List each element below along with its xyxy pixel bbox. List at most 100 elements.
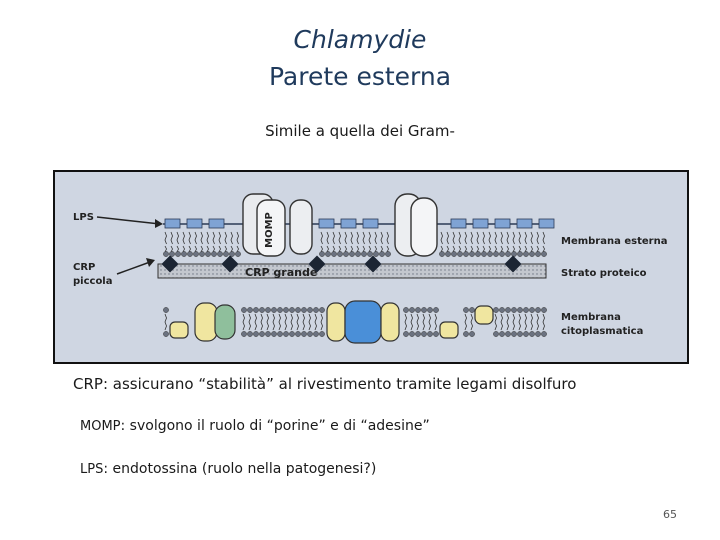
lipid-tail: [344, 231, 347, 245]
lps-block: [208, 218, 225, 229]
cyto-lipid-tail: [302, 313, 305, 331]
crp-small-label-2: piccola: [73, 276, 113, 287]
lipid-head: [349, 251, 355, 257]
cyto-lipid-head: [499, 331, 505, 337]
lipid-tail: [164, 245, 167, 253]
lipid-head: [469, 251, 475, 257]
porin-protein-2: [394, 193, 438, 257]
cyto-lipid-head: [253, 331, 259, 337]
cyto-lipid-head: [409, 331, 415, 337]
lps-block: [164, 218, 181, 229]
cyto-lipid-head: [295, 331, 301, 337]
cyto-lipid-tail: [284, 313, 287, 331]
crp-large-label: CRP grande: [245, 266, 317, 279]
lipid-tail: [332, 245, 335, 253]
lipid-head: [235, 251, 241, 257]
lipid-tail: [320, 245, 323, 253]
lipid-tail: [458, 245, 461, 253]
cyto-lipid-tail: [314, 313, 317, 331]
lipid-tail: [362, 245, 365, 253]
lipid-head: [355, 251, 361, 257]
cyto-lipid-head: [319, 307, 325, 313]
lipid-tail: [482, 231, 485, 245]
lipid-head: [199, 251, 205, 257]
cyto-lipid-head: [241, 331, 247, 337]
cyto-lipid-tail: [416, 313, 419, 331]
lipid-head: [457, 251, 463, 257]
lipid-tail: [512, 231, 515, 245]
cyto-lipid-tail: [530, 313, 533, 331]
cyto-tails: [164, 313, 545, 331]
lipid-tail: [350, 231, 353, 245]
cyto-lipid-head: [505, 331, 511, 337]
lipid-head: [325, 251, 331, 257]
cyto-lipid-tail: [494, 313, 497, 331]
cyto-lipid-tail: [536, 313, 539, 331]
lps-arrow: [96, 216, 161, 225]
lipid-head: [523, 251, 529, 257]
lps-block: [516, 218, 533, 229]
lipid-tail: [164, 231, 167, 245]
cyto-lipid-head: [295, 307, 301, 313]
lipid-tail: [506, 231, 509, 245]
crp-small-label-1: CRP: [73, 262, 95, 273]
bullet-crp-text: : assicurano “stabilità” al rivestimento…: [102, 375, 577, 393]
lipid-tail: [494, 231, 497, 245]
cyto-lipid-head: [265, 307, 271, 313]
lipid-tail: [182, 245, 185, 253]
cyto-lipid-head: [241, 307, 247, 313]
lipid-tail: [464, 245, 467, 253]
cyto-lipid-tail: [164, 313, 167, 331]
cyto-lipid-head: [421, 331, 427, 337]
lipid-tail: [470, 231, 473, 245]
lipid-tail: [218, 231, 221, 245]
lps-block: [472, 218, 489, 229]
lipid-head: [169, 251, 175, 257]
lipid-tail: [530, 231, 533, 245]
lipid-tail: [170, 245, 173, 253]
cyto-lipid-tail: [266, 313, 269, 331]
lipid-tail: [200, 245, 203, 253]
lipid-tail: [176, 245, 179, 253]
cyto-lipid-head: [163, 307, 169, 313]
cyto-lipid-tail: [290, 313, 293, 331]
cyto-lipid-tail: [470, 313, 473, 331]
cyto-heads-bottom: [163, 331, 547, 337]
outer-membrane: [163, 218, 555, 257]
bullet-lps-text: : endotossina (ruolo nella patogenesi?): [103, 461, 377, 477]
lipid-tail: [524, 245, 527, 253]
lipid-head: [211, 251, 217, 257]
lipid-tail: [368, 245, 371, 253]
cyto-lipid-head: [271, 331, 277, 337]
cyto-lipid-head: [247, 307, 253, 313]
lps-layer: [163, 218, 555, 229]
lipid-head: [511, 251, 517, 257]
lipid-tail: [542, 231, 545, 245]
cyto-lipid-head: [313, 331, 319, 337]
lipid-tail: [212, 245, 215, 253]
cyto-lipid-tail: [422, 313, 425, 331]
lipid-tail: [212, 231, 215, 245]
cyto-lipid-head: [535, 331, 541, 337]
lps-block: [494, 218, 511, 229]
cyto-lipid-tail: [248, 313, 251, 331]
crp-arrowhead: [146, 258, 155, 267]
lipid-tail: [482, 245, 485, 253]
lipid-head: [223, 251, 229, 257]
lipid-tail: [488, 245, 491, 253]
cyto-lipid-head: [283, 307, 289, 313]
lipid-tail: [518, 231, 521, 245]
lipid-head: [379, 251, 385, 257]
protein-layer-label: Strato proteico: [561, 268, 647, 279]
outer-membrane-heads-bottom: [163, 251, 547, 257]
lipid-tail: [446, 231, 449, 245]
cyto-lipid-head: [469, 331, 475, 337]
lipid-tail: [440, 231, 443, 245]
lipid-tail: [326, 245, 329, 253]
lipid-tail: [224, 231, 227, 245]
cyto-lipid-tail: [434, 313, 437, 331]
cyto-lipid-head: [493, 331, 499, 337]
cyto-lipid-head: [427, 331, 433, 337]
lipid-tail: [386, 245, 389, 253]
cyto-lipid-tail: [428, 313, 431, 331]
